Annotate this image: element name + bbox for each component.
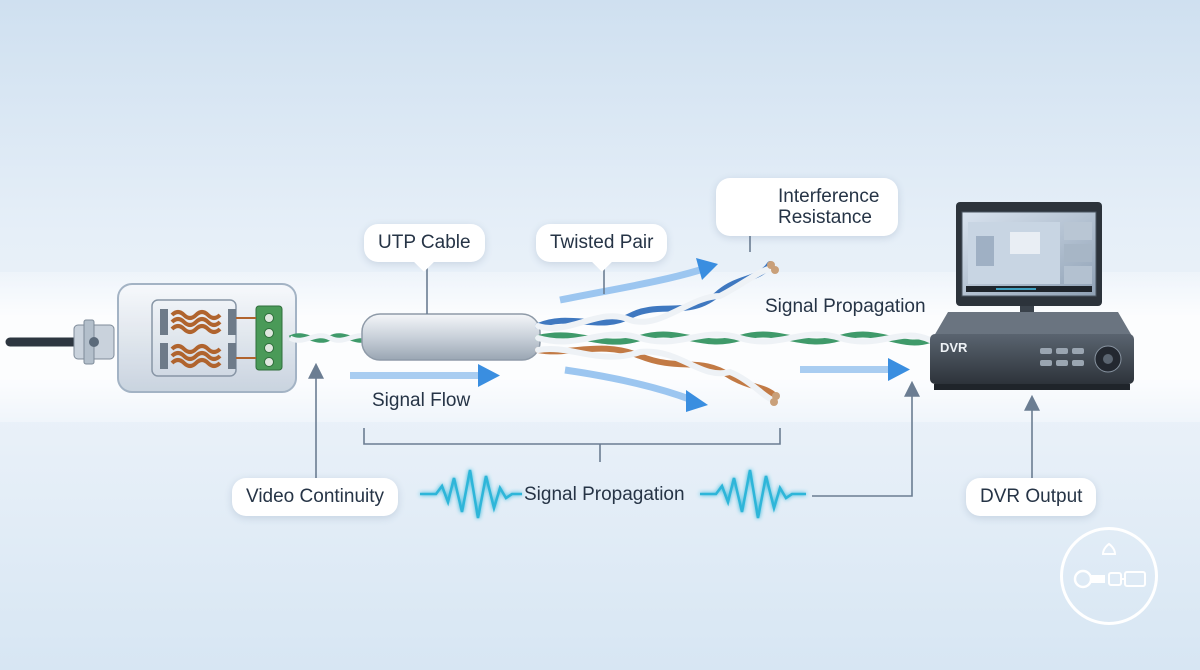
balun-wire (288, 333, 372, 343)
video-continuity-text: Video Continuity (246, 486, 385, 507)
signal-propagation-top-label: Signal Propagation (765, 296, 926, 317)
signal-waveform-icon (420, 469, 806, 519)
signal-propagation-bottom-label: Signal Propagation (524, 484, 685, 505)
connector-lines (308, 234, 1040, 497)
utp-cable-text: UTP Cable (378, 232, 471, 253)
interference-resistance-label: Interference Resistance (716, 178, 898, 236)
dvr-device-label: DVR (940, 340, 968, 355)
brand-logo-icon (1060, 527, 1158, 625)
twisted-pair-text: Twisted Pair (550, 232, 654, 253)
dvr-output-label: DVR Output (966, 478, 1097, 516)
twisted-pair-label: Twisted Pair (536, 224, 668, 272)
interference-line2: Resistance (778, 207, 872, 228)
coax-cable (5, 319, 115, 365)
dvr-recorder-icon (930, 312, 1134, 390)
monitor-icon (956, 202, 1102, 326)
interference-line1: Interference (778, 186, 880, 207)
video-balun-icon (117, 283, 297, 393)
utp-cable-label: UTP Cable (364, 224, 485, 272)
twisted-pair-wires (535, 261, 933, 403)
wire-tips (767, 261, 780, 406)
logo-graphic (1073, 542, 1146, 589)
video-continuity-label: Video Continuity (232, 478, 399, 516)
signal-flow-arrows (350, 258, 910, 412)
signal-flow-label: Signal Flow (372, 390, 471, 411)
dvr-output-text: DVR Output (980, 486, 1083, 507)
utp-cable-jacket (361, 313, 541, 361)
